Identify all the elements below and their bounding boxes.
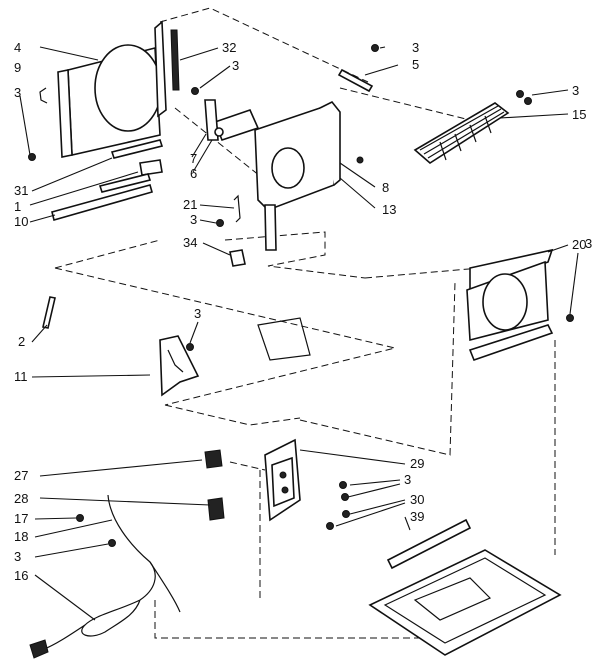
part-vertical-strip — [170, 29, 180, 91]
part-clamp — [229, 249, 246, 267]
screw-icons — [28, 44, 574, 547]
leader-lines — [19, 46, 579, 621]
callout-39: 39 — [410, 509, 424, 524]
part-power-cord — [29, 494, 181, 659]
callout-3f: 3 — [585, 236, 592, 251]
callout-30: 30 — [410, 492, 424, 507]
callout-5: 5 — [412, 57, 419, 72]
callout-3h: 3 — [404, 472, 411, 487]
callout-13: 13 — [382, 202, 396, 217]
callout-3e: 3 — [190, 212, 197, 227]
part-sheet — [257, 317, 311, 361]
part-bracket — [159, 335, 200, 397]
part-vent-grille — [413, 102, 510, 164]
callout-31: 31 — [14, 183, 28, 198]
part-control-panel — [264, 438, 301, 522]
callout-21: 21 — [183, 197, 197, 212]
callout-4: 4 — [14, 40, 21, 55]
part-switch — [204, 449, 223, 469]
callout-8: 8 — [382, 180, 389, 195]
callout-3i: 3 — [14, 549, 21, 564]
callout-34: 34 — [183, 235, 197, 250]
assembly-dash-lines — [54, 7, 556, 639]
callout-3c: 3 — [14, 85, 21, 100]
callout-9: 9 — [14, 60, 21, 75]
callout-20: 20 — [572, 237, 586, 252]
callout-7: 7 — [190, 151, 197, 166]
callout-6: 6 — [190, 166, 197, 181]
part-clip — [39, 87, 48, 104]
part-strips — [51, 139, 164, 221]
callout-32: 32 — [222, 40, 236, 55]
callout-27: 27 — [14, 468, 28, 483]
part-rod — [337, 68, 374, 93]
part-fan-shroud — [57, 20, 167, 158]
callout-29: 29 — [410, 456, 424, 471]
callout-labels: 4 32 3 9 3 5 3 3 15 7 6 31 1 10 8 13 21 … — [14, 40, 592, 583]
callout-16: 16 — [14, 568, 28, 583]
callout-28: 28 — [14, 491, 28, 506]
callout-1: 1 — [14, 199, 21, 214]
part-mounting-plate — [254, 100, 364, 251]
callout-3g: 3 — [194, 306, 201, 321]
callout-18: 18 — [14, 529, 28, 544]
callout-17: 17 — [14, 511, 28, 526]
callout-2: 2 — [18, 334, 25, 349]
callout-3a: 3 — [412, 40, 419, 55]
callout-15: 15 — [572, 107, 586, 122]
part-relay — [207, 497, 225, 521]
part-strip-39 — [386, 518, 472, 570]
part-base-pan — [368, 549, 562, 656]
part-seal-strip — [42, 296, 56, 329]
callout-11: 11 — [14, 369, 28, 384]
part-capacitor — [204, 99, 260, 141]
callout-10: 10 — [14, 214, 28, 229]
part-right-shroud — [466, 248, 554, 362]
callout-3b: 3 — [232, 58, 239, 73]
part-small-clip — [233, 194, 241, 223]
callout-3d: 3 — [572, 83, 579, 98]
